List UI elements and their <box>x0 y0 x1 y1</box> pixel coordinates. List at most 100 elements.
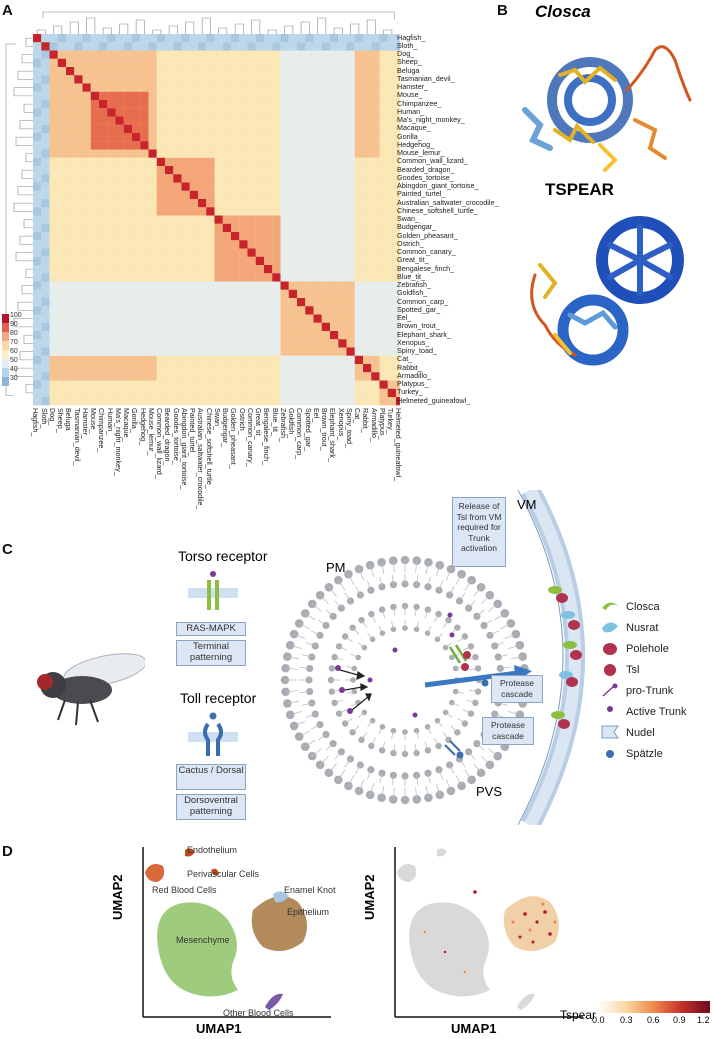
heatmap-cell <box>156 322 166 332</box>
heatmap-cell <box>49 91 58 101</box>
heatmap-cell <box>321 372 331 381</box>
heatmap-cell <box>231 256 240 266</box>
heatmap-cell <box>66 240 75 249</box>
heatmap-cell <box>140 34 149 43</box>
heatmap-cell <box>189 281 199 290</box>
heatmap-cell <box>297 397 306 406</box>
heatmap-cell <box>379 364 388 373</box>
lipid-tail <box>358 568 365 581</box>
heatmap-cell <box>140 42 149 51</box>
lipid-tail <box>455 775 462 787</box>
heatmap-cell <box>173 42 182 51</box>
heatmap-cell <box>57 298 67 307</box>
heatmap-cell <box>107 58 116 68</box>
species-label-row: Sheep_ <box>397 57 422 67</box>
heatmap-cell <box>57 141 67 150</box>
heatmap-cell <box>387 91 397 101</box>
heatmap-cell <box>305 265 314 274</box>
lipid-tail <box>438 769 443 780</box>
perivascular-cluster <box>211 868 219 876</box>
heatmap-cell <box>387 355 397 365</box>
heatmap-cell <box>140 289 149 299</box>
heatmap-cell <box>41 34 50 43</box>
lipid-head <box>294 619 304 628</box>
heatmap-cell <box>222 289 232 299</box>
heatmap-cell <box>82 388 91 398</box>
lipid-tail <box>287 656 300 660</box>
heatmap-cell <box>181 372 190 381</box>
heatmap-cell <box>387 50 397 59</box>
heatmap-cell <box>148 256 157 266</box>
heatmap-cell <box>90 364 100 373</box>
lipid-head <box>322 730 330 739</box>
lipid-head <box>316 721 324 729</box>
heatmap-cell <box>123 207 133 216</box>
heatmap-cell <box>264 347 273 356</box>
heatmap-cell <box>214 380 223 389</box>
scale-swatch <box>2 368 9 377</box>
heatmap-cell <box>57 289 67 299</box>
heatmap-cell <box>222 347 232 356</box>
heatmap-cell <box>99 347 108 356</box>
heatmap-cell <box>41 67 50 76</box>
heatmap-cell <box>280 124 289 134</box>
heatmap-cell <box>305 58 314 68</box>
heatmap-cell <box>371 364 380 373</box>
heatmap-cell <box>198 355 207 365</box>
lipid-head <box>334 775 343 785</box>
heatmap-cell <box>49 166 58 175</box>
heatmap-cell <box>239 190 248 200</box>
heatmap-cell <box>222 141 232 150</box>
heatmap-cell <box>99 141 108 150</box>
heatmap-cell <box>387 190 397 200</box>
heatmap-cell <box>371 34 380 43</box>
heatmap-cell <box>239 58 248 68</box>
heatmap-cell <box>156 100 166 109</box>
lipid-tail <box>504 633 517 640</box>
heatmap-cell <box>49 67 58 76</box>
lipid-head <box>344 781 353 791</box>
lipid-tail <box>299 666 310 669</box>
heatmap-cell <box>33 388 42 398</box>
heatmap-cell <box>189 75 199 84</box>
heatmap-cell <box>189 157 199 167</box>
heatmap-cell <box>255 322 265 332</box>
lipid-head <box>294 732 304 741</box>
active-trunk-legend-icon <box>607 706 613 712</box>
heatmap-cell <box>330 248 339 257</box>
heatmap-cell <box>74 83 83 92</box>
heatmap-cell <box>354 116 364 125</box>
heatmap-cell <box>115 215 124 224</box>
heatmap-cell <box>396 190 400 200</box>
heatmap-cell <box>396 339 400 348</box>
heatmap-cell <box>132 339 141 348</box>
heatmap-cell <box>305 83 314 92</box>
heatmap-cell <box>181 380 190 389</box>
heatmap-cell <box>396 388 400 398</box>
heatmap-cell <box>198 298 207 307</box>
heatmap-cell <box>313 91 322 101</box>
heatmap-cell <box>115 174 124 183</box>
heatmap-cell <box>346 58 355 68</box>
lipid-tail <box>457 717 466 724</box>
heatmap-cell <box>280 347 289 356</box>
heatmap-cell <box>297 124 306 134</box>
lipid-head <box>285 640 295 650</box>
heatmap-cell <box>330 314 339 323</box>
heatmap-cell <box>66 83 75 92</box>
heatmap-cell <box>74 306 83 315</box>
heatmap-cell <box>396 322 400 332</box>
heatmap-cell <box>280 223 289 233</box>
lipid-tail <box>473 763 482 774</box>
heatmap-cell <box>123 157 133 167</box>
heatmap-cell <box>90 157 100 167</box>
heatmap-cell <box>239 331 248 340</box>
heatmap-cell <box>132 116 141 125</box>
heatmap-cell <box>148 281 157 290</box>
heatmap-cell <box>387 108 397 117</box>
heatmap-cell <box>74 265 83 274</box>
lipid-tail <box>346 691 355 694</box>
heatmap-cell <box>198 58 207 68</box>
heatmap-cell <box>305 149 314 158</box>
lipid-tail <box>481 756 491 766</box>
